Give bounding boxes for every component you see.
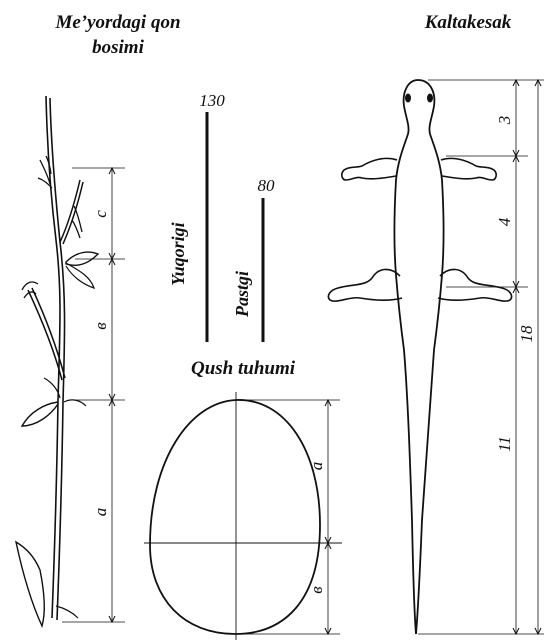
blood-pressure-title-line1: Me’yordagi qon — [54, 12, 180, 33]
egg-title: Qush tuhumi — [191, 358, 296, 379]
lizard-dimensions — [418, 80, 544, 634]
egg-segment-label: a — [307, 462, 326, 471]
lizard-title: Kaltakesak — [424, 12, 512, 33]
lower-pressure-label: Pastgi — [232, 271, 252, 318]
plant-drawing — [16, 96, 98, 626]
plant-segment-label: в — [91, 322, 110, 330]
lower-pressure-value: 80 — [258, 176, 276, 195]
plant-dimensions — [62, 168, 125, 622]
plant-segment-label: c — [91, 210, 110, 218]
lizard-segment-label: 3 — [495, 116, 514, 126]
lizard-segment-label: 11 — [495, 436, 514, 452]
upper-pressure-value: 130 — [199, 91, 225, 110]
egg-drawing — [144, 392, 342, 640]
egg-dimensions — [238, 400, 340, 634]
egg-segment-label: в — [307, 586, 326, 594]
lizard-drawing — [328, 80, 511, 634]
plant-segment-label: a — [91, 508, 110, 517]
lizard-segment-label: 4 — [495, 217, 514, 226]
blood-pressure-title-line2: bosimi — [92, 37, 144, 58]
upper-pressure-label: Yuqorigi — [168, 222, 188, 285]
lizard-total-label: 18 — [517, 325, 536, 343]
